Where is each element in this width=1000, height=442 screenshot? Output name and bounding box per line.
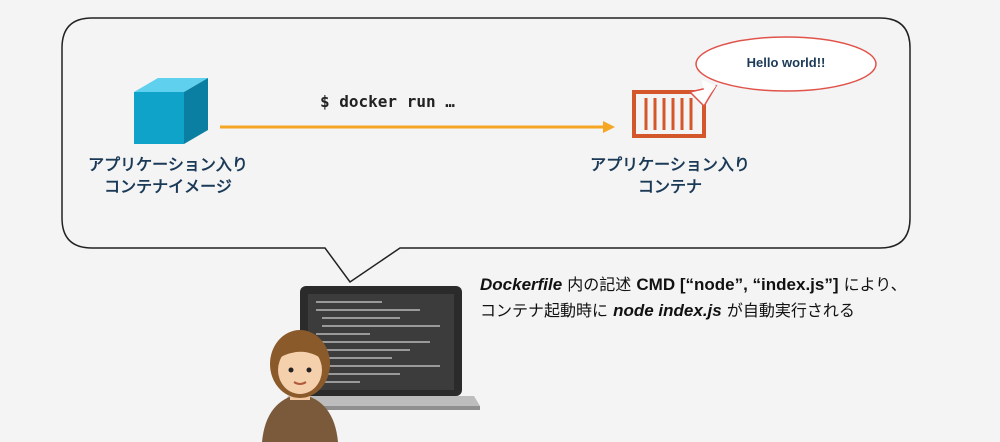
laptop-terminal-icon [282, 286, 480, 410]
caption-line2: コンテナ起動時に node index.js が自動実行される [480, 298, 907, 324]
shipping-container-icon [632, 90, 706, 138]
run-arrow [220, 121, 615, 133]
caption-text-1: 内の記述 [562, 275, 637, 294]
hello-world-text: Hello world!! [746, 55, 826, 70]
docker-run-command: $ docker run … [320, 92, 455, 111]
cube-icon [134, 78, 208, 144]
caption: Dockerfile 内の記述 CMD [“node”, “index.js”]… [480, 272, 907, 324]
developer-avatar-icon [262, 330, 338, 442]
caption-node-command: node index.js [613, 301, 722, 320]
hello-speech-bubble [688, 36, 877, 108]
caption-text-3: コンテナ起動時に [480, 301, 614, 320]
image-label-line1: アプリケーション入り [88, 155, 248, 174]
caption-text-2: により、 [838, 275, 907, 294]
container-label: アプリケーション入り コンテナ [560, 154, 780, 198]
image-label-line2: コンテナイメージ [104, 177, 232, 196]
caption-text-4: が自動実行される [721, 301, 855, 320]
container-label-line1: アプリケーション入り [590, 155, 750, 174]
image-label: アプリケーション入り コンテナイメージ [58, 154, 278, 198]
caption-dockerfile: Dockerfile [480, 275, 563, 294]
thought-callout [61, 17, 911, 284]
caption-line1: Dockerfile 内の記述 CMD [“node”, “index.js”]… [480, 272, 907, 298]
caption-cmd: CMD [“node”, “index.js”] [636, 275, 839, 294]
container-label-line2: コンテナ [637, 177, 702, 196]
